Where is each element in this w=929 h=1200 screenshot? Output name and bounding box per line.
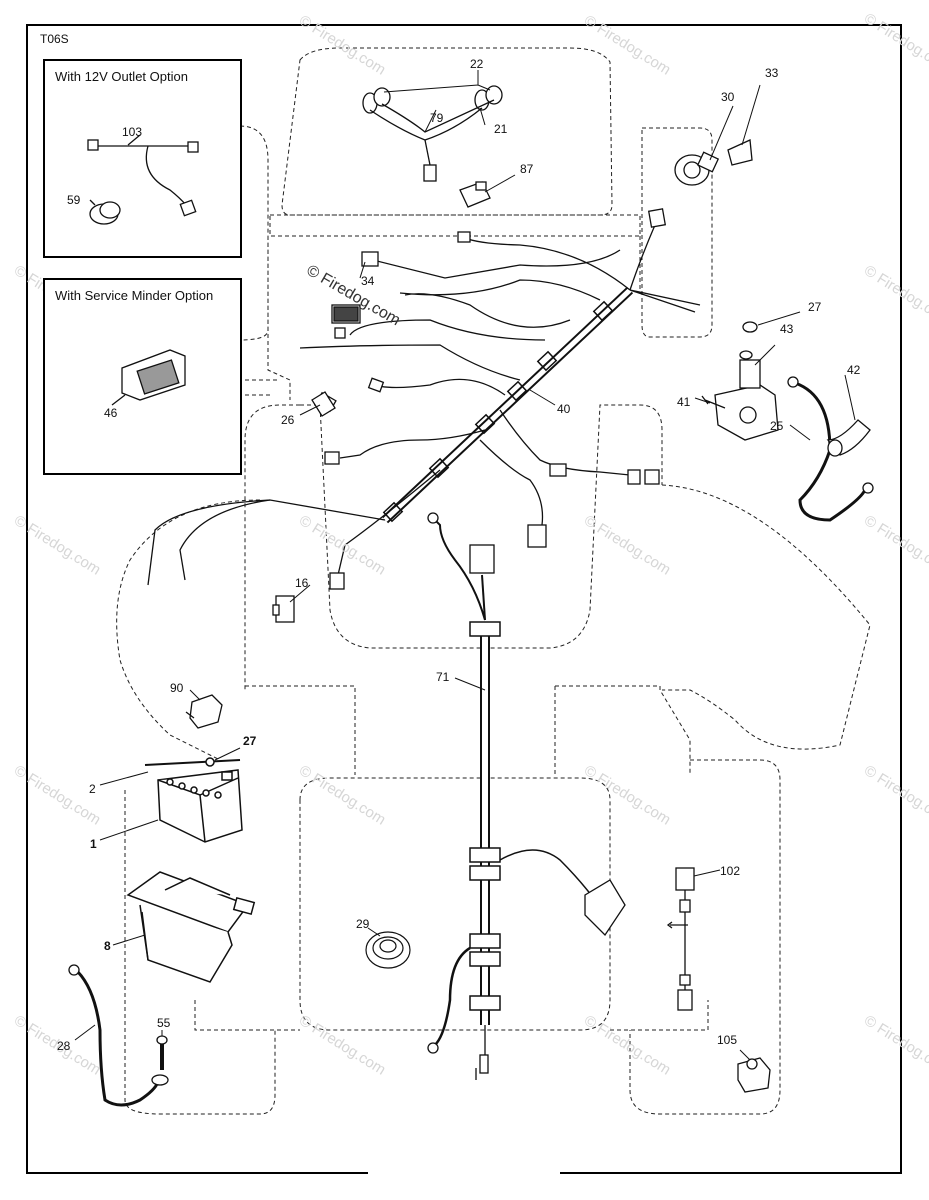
callout-21: 21 [494,122,508,136]
callout-40: 40 [557,402,571,416]
callout-33: 33 [765,66,779,80]
part-34 [331,304,361,324]
callout-26: 26 [281,413,295,427]
callout-71: 71 [436,670,450,684]
part-26 [311,391,336,417]
callout-30: 30 [721,90,735,104]
harness-40 [147,224,701,586]
leader-lines [74,70,856,1061]
callout-8: 8 [104,939,111,953]
callout-79: 79 [430,111,444,125]
part-90 [185,694,223,729]
inset-12v-outlet-title: With 12V Outlet Option [55,69,188,84]
solenoid [701,321,779,441]
callout-46: 46 [104,406,118,420]
callout-43: 43 [780,322,794,336]
callout-29: 29 [356,917,370,931]
callout-1: 1 [90,837,97,851]
part-16 [272,595,295,623]
headlights [362,85,503,182]
tractor-outline [116,47,871,1115]
callout-42: 42 [847,363,861,377]
callout-59: 59 [67,193,81,207]
callout-87: 87 [520,162,534,176]
ignition-switch [674,139,753,186]
callout-25: 25 [770,419,784,433]
harness-71 [427,512,626,1080]
part-102 [666,867,695,1011]
callout-16: 16 [295,576,309,590]
callout-103: 103 [122,125,143,139]
part-105 [737,1057,771,1093]
callout-34: 34 [361,274,375,288]
callout-90: 90 [170,681,184,695]
callout-22: 22 [470,57,484,71]
callout-55: 55 [157,1016,171,1030]
callout-105: 105 [717,1033,738,1047]
callout-28: 28 [57,1039,71,1053]
callout-102: 102 [720,864,741,878]
callout-41: 41 [677,395,691,409]
part-87 [459,181,491,208]
inset-service-minder-title: With Service Minder Option [55,288,214,303]
cable-25 [787,376,874,522]
inset-12v-outlet: With 12V Outlet Option [43,59,242,258]
callout-27-battery: 27 [243,734,257,748]
battery-assembly [126,757,256,983]
part-29 [365,931,411,969]
callout-27-top: 27 [808,300,822,314]
callout-2: 2 [89,782,96,796]
diagram-code: T06S [40,32,69,46]
